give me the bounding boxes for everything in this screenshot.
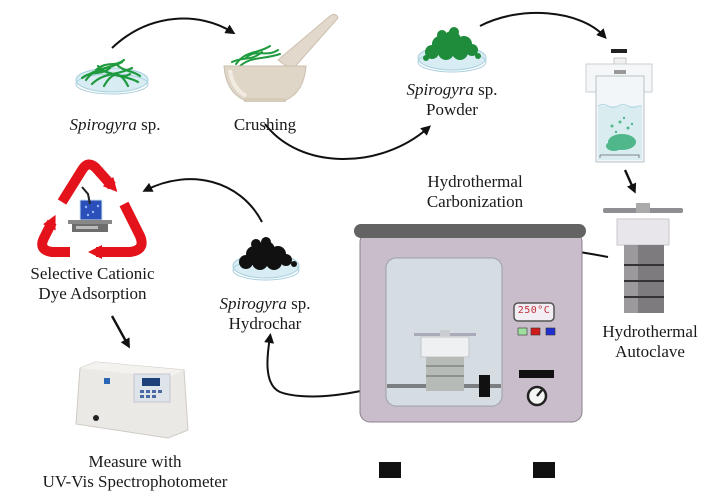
label-powder-line2: Powder <box>426 100 478 119</box>
indicator-light-green <box>517 327 528 336</box>
species-name: Spirogyra <box>219 294 287 313</box>
powder-dish-icon <box>417 27 487 73</box>
mortar-pestle-icon <box>223 13 339 102</box>
spectrophotometer-icon <box>75 361 189 439</box>
arrow-vessel-to-autoclave <box>623 169 637 194</box>
species-name: Spirogyra <box>69 115 137 134</box>
arrow-raw-to-crushing <box>111 17 236 49</box>
raw-spirogyra-dish-icon <box>75 58 149 95</box>
label-hydrochar-line2: Hydrochar <box>228 314 302 333</box>
oven-foot-left <box>379 462 401 478</box>
label-adsorption-line2: Dye Adsorption <box>38 284 147 303</box>
oven-dial-knob[interactable] <box>526 385 548 407</box>
label-crushing: Crushing <box>233 115 297 134</box>
species-suffix: sp. <box>136 115 161 134</box>
oven-temperature-readout: 250°C <box>517 305 551 316</box>
label-autoclave: Hydrothermal Autoclave <box>590 322 706 362</box>
label-autoclave-line2: Autoclave <box>615 342 685 361</box>
label-autoclave-line1: Hydrothermal <box>602 322 698 341</box>
label-adsorption: Selective Cationic Dye Adsorption <box>5 264 180 304</box>
label-powder: Spirogyra sp. Powder <box>392 80 512 120</box>
arrow-crushing-to-powder <box>264 123 432 160</box>
label-adsorption-line1: Selective Cationic <box>30 264 155 283</box>
autoclave-icon <box>603 203 683 313</box>
species-suffix: sp. <box>286 294 311 313</box>
label-powder-line1: Spirogyra sp. <box>392 80 512 100</box>
oven-slot[interactable] <box>519 370 554 378</box>
label-htc-line1: Hydrothermal <box>427 172 523 191</box>
teflon-vessel-icon <box>585 49 653 163</box>
oven-autoclave-icon <box>414 330 476 391</box>
oven-foot-right <box>533 462 555 478</box>
label-hydrochar: Spirogyra sp. Hydrochar <box>205 294 325 334</box>
oven-temp-display <box>513 302 555 322</box>
indicator-light-blue <box>545 327 556 336</box>
hydrochar-dish-icon <box>232 237 300 281</box>
label-measure-line1: Measure with <box>88 452 182 471</box>
arrow-hydrochar-to-adsorption <box>142 178 263 223</box>
label-raw-spirogyra: Spirogyra sp. <box>55 115 175 135</box>
label-htc-line2: Carbonization <box>426 192 524 211</box>
arrow-powder-to-vessel <box>479 11 607 39</box>
label-htc: Hydrothermal Carbonization <box>415 172 535 212</box>
label-hydrochar-line1: Spirogyra sp. <box>205 294 325 314</box>
species-suffix: sp. <box>473 80 498 99</box>
htc-oven <box>354 224 586 478</box>
indicator-light-red <box>530 327 541 336</box>
label-measure: Measure with UV-Vis Spectrophotometer <box>10 452 260 492</box>
oven-window-handle <box>479 375 490 397</box>
label-measure-line2: UV-Vis Spectrophotometer <box>42 472 228 491</box>
arrow-adsorption-to-measure <box>110 315 130 349</box>
species-name: Spirogyra <box>406 80 474 99</box>
recycle-adsorption-icon <box>37 159 147 259</box>
